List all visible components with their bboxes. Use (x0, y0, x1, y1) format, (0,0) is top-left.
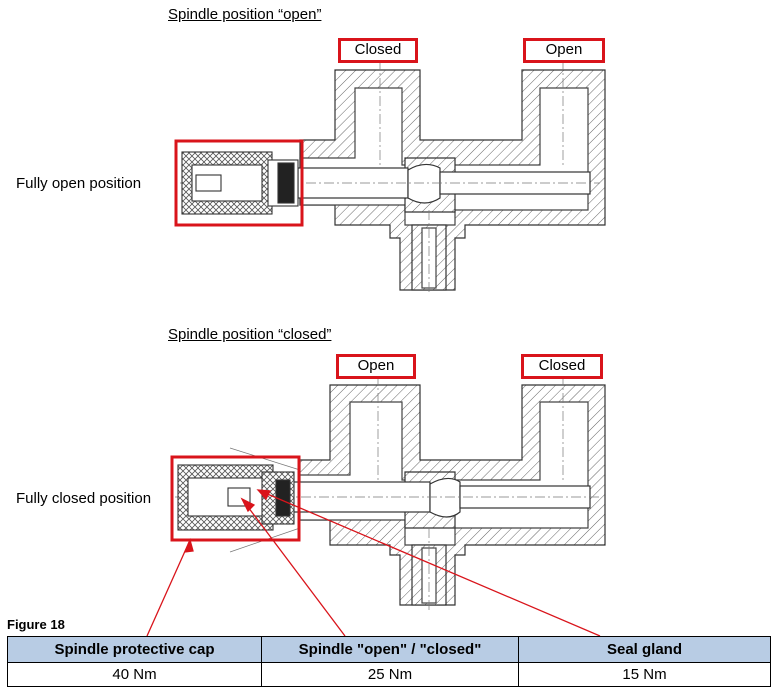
port-label-open-right: Open (523, 38, 605, 63)
header-protective-cap: Spindle protective cap (7, 636, 262, 663)
value-spindle: 25 Nm (261, 662, 519, 687)
callout-lines (146, 489, 601, 637)
port-label-closed-right: Closed (521, 354, 603, 379)
callout-seal-gland (257, 489, 601, 637)
torque-table: Spindle protective cap Spindle "open" / … (7, 636, 771, 687)
callout-seal-gland-arrow (256, 489, 272, 501)
header-spindle: Spindle "open" / "closed" (261, 636, 519, 663)
valve-body-open (180, 60, 606, 295)
spindle-cap-open (181, 151, 299, 215)
callout-spindle (241, 498, 346, 637)
spindle-cap-highlight-closed (170, 455, 301, 542)
side-label-open: Fully open position (16, 175, 142, 192)
callout-protective-cap (146, 539, 191, 637)
torque-table-header-row: Spindle protective cap Spindle "open" / … (7, 636, 771, 663)
torque-table-value-row: 40 Nm 25 Nm 15 Nm (7, 662, 771, 687)
port-label-open-left: Closed (338, 38, 418, 63)
header-seal-gland: Seal gland (518, 636, 771, 663)
callout-spindle-arrow (240, 497, 256, 513)
valve-body-closed (175, 375, 606, 610)
spindle-cap-highlight-open (174, 139, 304, 227)
port-label-closed-left: Open (336, 354, 416, 379)
side-label-closed: Fully closed position (16, 490, 152, 507)
callout-protective-cap-arrow (183, 538, 194, 553)
value-protective-cap: 40 Nm (7, 662, 262, 687)
figure-caption: Figure 18 (7, 617, 65, 632)
heading-closed: Spindle position “closed” (168, 326, 332, 343)
heading-open: Spindle position “open” (168, 6, 322, 23)
value-seal-gland: 15 Nm (518, 662, 771, 687)
